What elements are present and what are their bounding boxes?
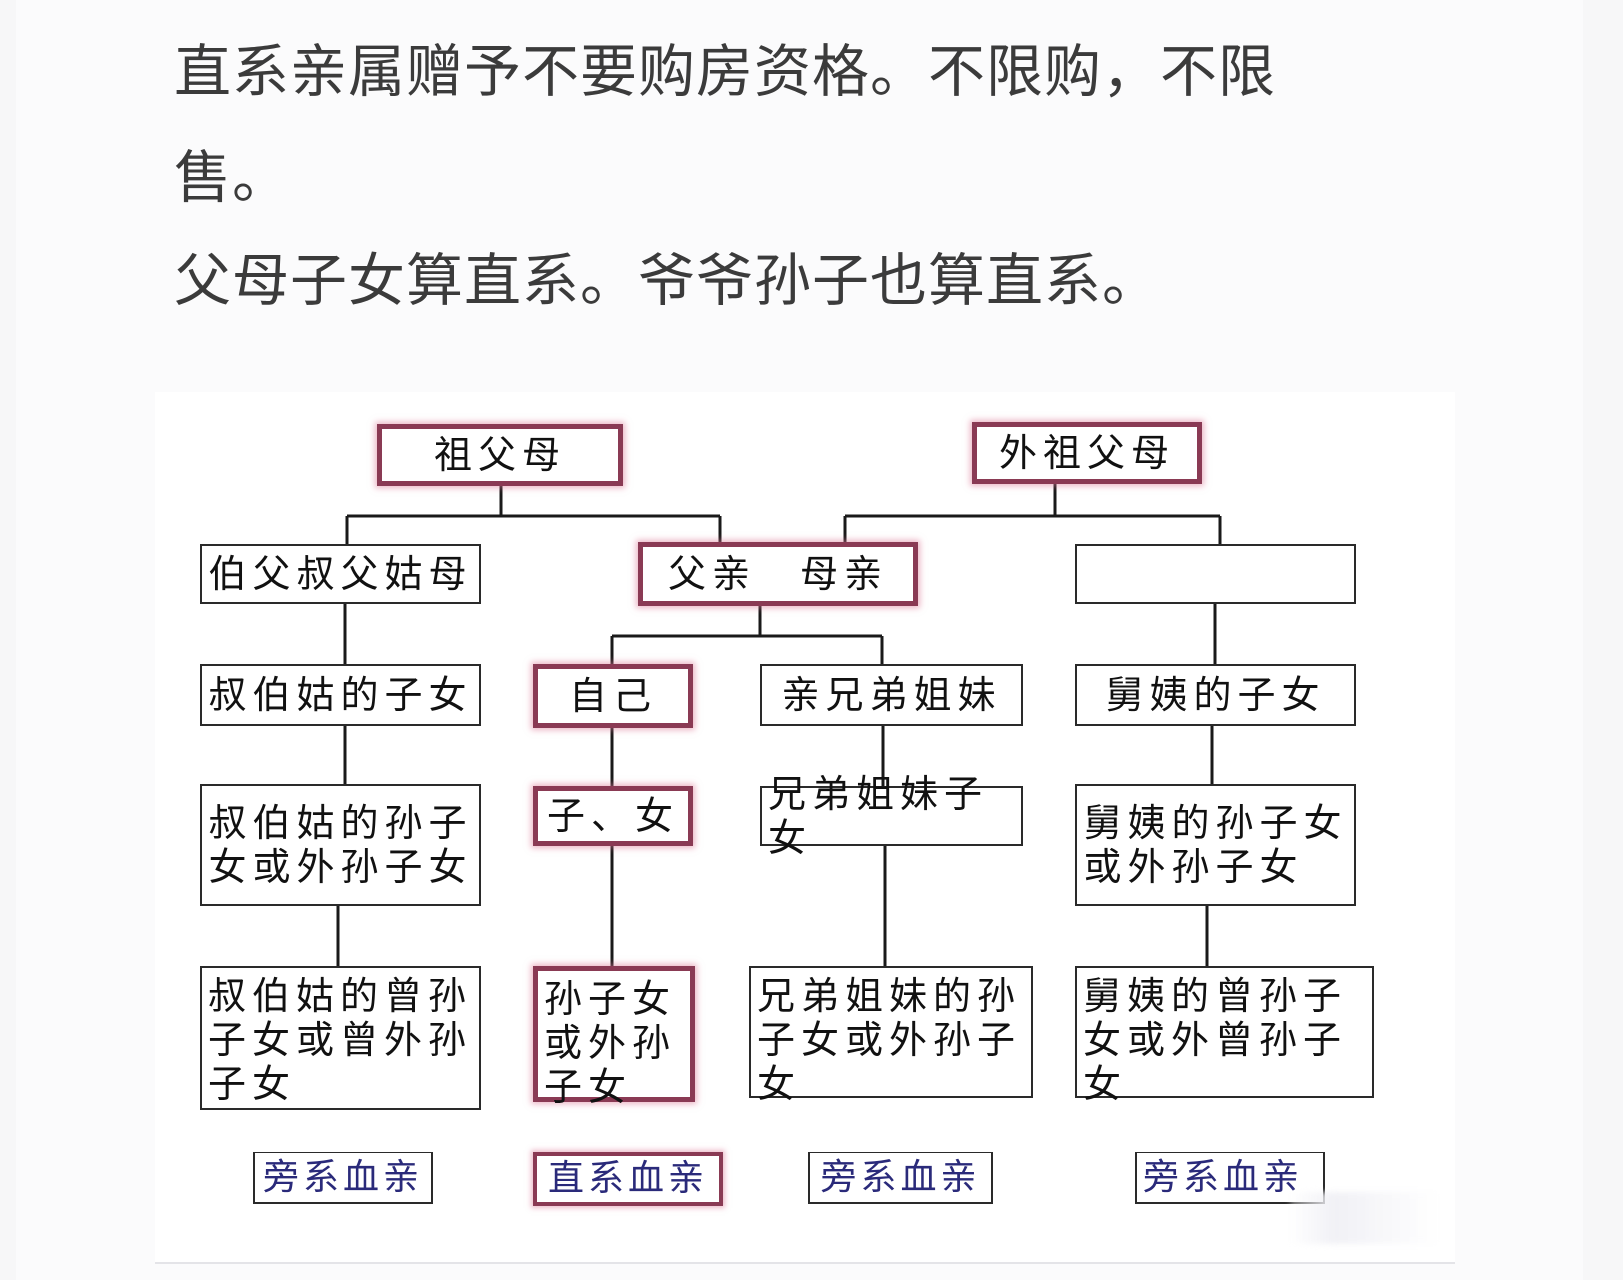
node-paternal-grandparents: 祖父母 [377,424,623,486]
node-paternal-cousins-children: 叔伯姑的孙子 女或外孙子女 [200,784,481,906]
node-siblings-children: 兄弟姐妹子女 [760,772,1023,860]
node-paternal-uncles-aunts: 伯父叔父姑母 [200,544,481,604]
node-maternal-great-grandchildren: 舅姨的曾孙子 女或外曾孙子 女 [1075,966,1374,1106]
node-maternal-cousins-children: 舅姨的孙子女 或外孙子女 [1075,784,1356,906]
node-maternal-cousins: 舅姨的子女 [1075,664,1356,726]
node-siblings-grandchildren: 兄弟姐妹的孙 子女或外孙子 女 [749,966,1033,1106]
node-children: 子、女 [533,786,693,846]
label-lineal: 直系血亲 [533,1152,723,1206]
watermark-blur [1290,1192,1440,1244]
post-text-line-2: 售。 [174,145,290,211]
post-text-line-1: 直系亲属赠予不要购房资格。不限购，不限 [174,39,1276,105]
node-grandchildren: 孙子女 或外孙 子女 [533,966,695,1109]
node-self: 自己 [533,664,693,728]
node-parents: 父亲 母亲 [638,542,918,606]
label-collateral-left: 旁系血亲 [253,1152,433,1204]
node-maternal-uncles-aunts [1075,544,1356,604]
kinship-diagram: 祖父母 外祖父母 伯父叔父姑母 父亲 母亲 叔伯姑的子女 自己 亲兄弟姐妹 舅姨… [155,392,1455,1262]
divider [155,1262,1455,1264]
node-maternal-grandparents: 外祖父母 [972,422,1202,484]
node-siblings: 亲兄弟姐妹 [760,664,1023,726]
post-text-line-3: 父母子女算直系。爷爷孙子也算直系。 [174,248,1160,314]
node-paternal-cousins: 叔伯姑的子女 [200,664,481,726]
connector-lines [336,482,1222,966]
node-paternal-great-grandchildren: 叔伯姑的曾孙 子女或曾外孙 子女 [200,966,481,1110]
label-collateral-mid: 旁系血亲 [808,1152,993,1204]
